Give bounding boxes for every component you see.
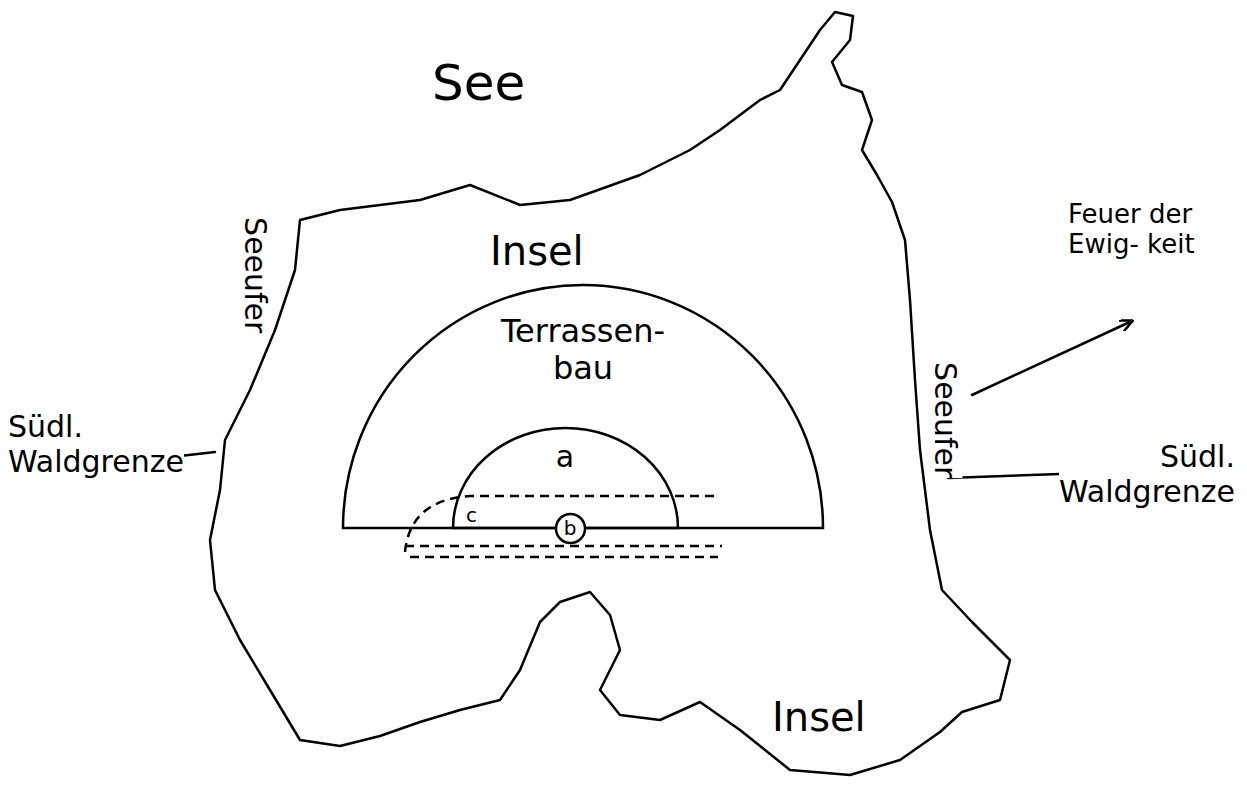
shore-label: Seeufer <box>928 362 963 478</box>
circled-point: b <box>556 514 585 543</box>
island-label: Insel <box>490 228 584 274</box>
building-label: Terrassen- bau <box>501 313 665 387</box>
forest-line-label: Südl. Waldgrenze <box>8 410 184 479</box>
part-letter: a <box>556 440 574 475</box>
lake-label: See <box>432 55 525 113</box>
part-letter: b <box>564 517 577 540</box>
terrace-building: Terrassen- bauab <box>343 285 823 528</box>
forest-line-label: Südl. Waldgrenze <box>1059 440 1235 509</box>
fire-label: Feuer der Ewig- keit <box>1068 200 1238 260</box>
part-letter: c <box>466 505 477 525</box>
shore-label: Seeufer <box>238 217 273 333</box>
island-label: Insel <box>772 694 866 740</box>
